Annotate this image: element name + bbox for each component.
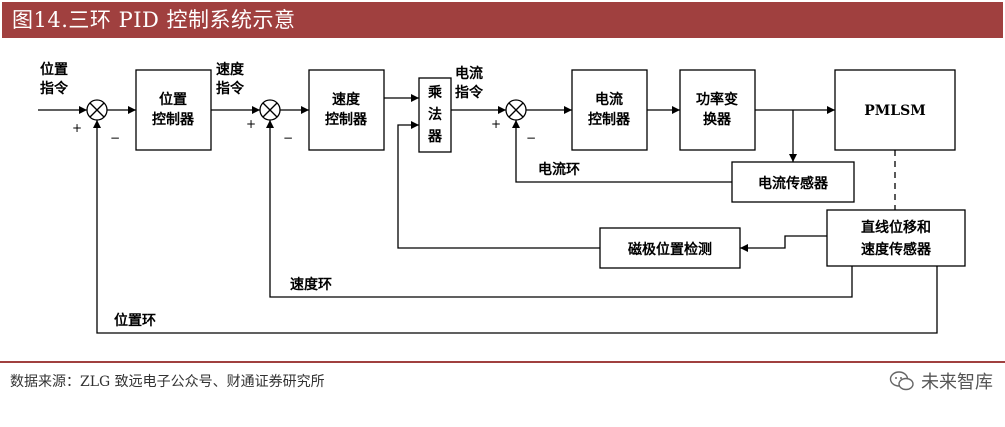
speed-controller-block <box>308 69 385 151</box>
current-cmd-label-1: 电流 <box>455 65 483 82</box>
position-minus-sign: − <box>110 131 120 145</box>
current-loop-label: 电流环 <box>538 161 580 178</box>
multiplier-label-2: 法 <box>428 106 442 123</box>
speed-loop-label: 速度环 <box>290 276 332 293</box>
position-controller-label-1: 位置 <box>159 91 187 108</box>
multiplier-block <box>418 77 452 153</box>
watermark-text: 未来智库 <box>921 372 993 393</box>
power-converter-block <box>679 69 756 151</box>
current-plus-sign: + <box>491 117 501 131</box>
figure-title: 图14.三环 PID 控制系统示意 <box>2 2 1003 38</box>
linear-sensor-label-1: 直线位移和 <box>861 219 931 236</box>
multiplier-label-1: 乘 <box>427 84 443 101</box>
position-loop-label: 位置环 <box>114 312 156 329</box>
current-loop-line <box>515 120 732 183</box>
footer-divider <box>0 361 1005 363</box>
current-controller-label-1: 电流 <box>595 91 623 108</box>
magnetic-pole-detector-label: 磁极位置检测 <box>628 241 712 258</box>
source-note: 数据来源：ZLG 致远电子公众号、财通证券研究所 <box>10 374 325 390</box>
current-controller-label-2: 控制器 <box>588 111 631 128</box>
power-converter-label-2: 换器 <box>703 111 732 128</box>
speed-cmd-label-2: 指令 <box>216 80 245 97</box>
power-converter-label-1: 功率变 <box>696 91 738 108</box>
position-controller-block <box>135 69 212 151</box>
speed-minus-sign: − <box>283 131 293 145</box>
magnetic-pole-detector-block <box>599 227 741 269</box>
linear-sensor-block <box>826 209 966 267</box>
speed-controller-label-1: 速度 <box>332 91 361 108</box>
position-plus-sign: + <box>72 121 82 135</box>
speed-cmd-label-1: 速度 <box>216 61 245 78</box>
current-sum-junction <box>505 99 527 121</box>
current-controller-block <box>571 69 648 151</box>
speed-controller-label-2: 控制器 <box>325 111 368 128</box>
position-sum-junction <box>86 99 108 121</box>
speed-sum-junction <box>259 99 281 121</box>
linear-sensor-label-2: 速度传感器 <box>861 241 932 258</box>
motor-block <box>834 69 956 151</box>
wechat-icon <box>889 371 914 391</box>
three-loop-pid-diagram: 位置 控制器 速度 控制器 乘 法 器 电流 控制器 功率变 换器 PMLSM … <box>38 61 966 334</box>
position-loop-line <box>96 120 938 334</box>
current-minus-sign: − <box>526 131 536 145</box>
current-cmd-label-2: 指令 <box>455 84 484 101</box>
multiplier-label-3: 器 <box>427 129 443 145</box>
current-sensor-label: 电流传感器 <box>758 175 829 192</box>
speed-loop-line <box>269 120 853 298</box>
motor-label: PMLSM <box>864 103 925 119</box>
speed-plus-sign: + <box>246 117 256 131</box>
watermark: 未来智库 <box>889 368 993 394</box>
position-cmd-label-2: 指令 <box>40 80 69 97</box>
position-controller-label-2: 控制器 <box>152 111 195 128</box>
position-cmd-label-1: 位置 <box>40 61 68 78</box>
